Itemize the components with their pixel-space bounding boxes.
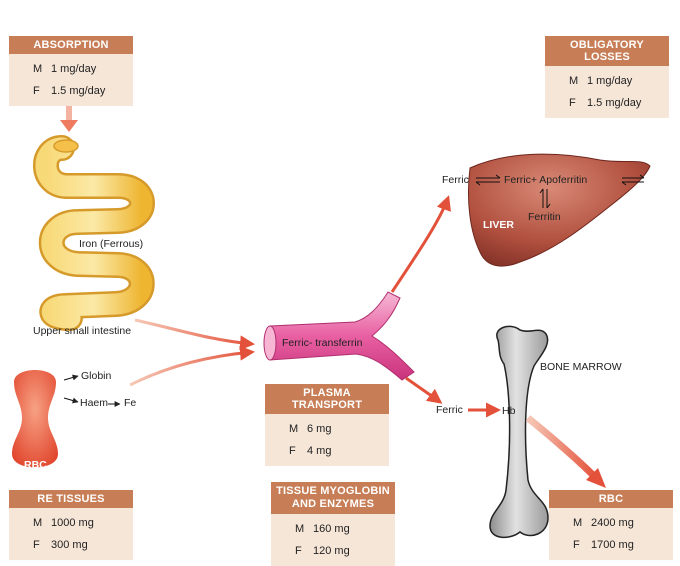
tissue-myoglobin-male-value: 160 mg xyxy=(313,523,350,535)
intestine-to-transferrin-arrow xyxy=(134,318,255,351)
liver-icon xyxy=(468,153,651,267)
re-to-transferrin-arrow xyxy=(129,345,255,387)
obligatory-losses-female-value: 1.5 mg/day xyxy=(587,97,642,109)
plasma-transport-male-value: 6 mg xyxy=(307,423,332,435)
hb-to-rbc-arrow xyxy=(525,415,599,481)
rbc-female-value: 1700 mg xyxy=(591,539,634,551)
obligatory-losses-title: OBLIGATORY LOSSES xyxy=(545,36,669,66)
haem-label: Haem xyxy=(80,397,109,409)
intestine-icon xyxy=(33,135,155,331)
rbc-title: RBC xyxy=(549,490,673,508)
bone-marrow-label: BONE MARROW xyxy=(540,361,622,373)
transferrin-vessel-icon xyxy=(263,291,415,381)
fe-label: Fe xyxy=(124,397,137,409)
plasma-transport-female-value: 4 mg xyxy=(307,445,332,457)
tissue-myoglobin-title-line2: AND ENZYMES xyxy=(291,498,375,510)
obligatory-losses-male-value: 1 mg/day xyxy=(587,75,633,87)
ferritin-label: Ferritin xyxy=(528,211,561,223)
iron-ferrous-label: Iron (Ferrous) xyxy=(79,238,144,250)
rbc-cell-label: RBC xyxy=(24,459,47,471)
tissue-myoglobin-title-line1: TISSUE MYOGLOBIN xyxy=(276,485,390,497)
absorption-male-value: 1 mg/day xyxy=(51,63,97,75)
rbc-male-value: 2400 mg xyxy=(591,517,634,529)
absorption-title: ABSORPTION xyxy=(9,36,133,54)
absorption-female-value: 1.5 mg/day xyxy=(51,85,106,97)
tissue-myoglobin-female-value: 120 mg xyxy=(313,545,350,557)
haem-arrows xyxy=(63,374,121,407)
ferric-top-label: Ferric xyxy=(442,174,469,186)
equilibrium-arrows xyxy=(475,174,645,209)
upper-small-intestine-label: Upper small intestine xyxy=(33,325,132,337)
globin-label: Globin xyxy=(81,370,112,382)
transferrin-to-liver-arrow xyxy=(390,195,451,293)
rbc-cell-icon xyxy=(12,370,58,468)
liver-label: LIVER xyxy=(483,219,514,231)
bone-icon xyxy=(489,325,549,539)
hb-label: Hb xyxy=(502,405,516,417)
ferric-apoferritin-label: Ferric+ Apoferritin xyxy=(504,174,588,186)
absorption-arrow xyxy=(60,106,78,132)
transferrin-to-marrow-arrow xyxy=(405,376,443,404)
plasma-transport-title: PLASMA TRANSPORT xyxy=(265,384,389,414)
re-tissues-female-value: 300 mg xyxy=(51,539,88,551)
re-tissues-male-value: 1000 mg xyxy=(51,517,94,529)
ferric-transferrin-label: Ferric- transferrin xyxy=(282,337,363,349)
re-tissues-title: RE TISSUES xyxy=(9,490,133,508)
ferric-bottom-label: Ferric xyxy=(436,404,463,416)
